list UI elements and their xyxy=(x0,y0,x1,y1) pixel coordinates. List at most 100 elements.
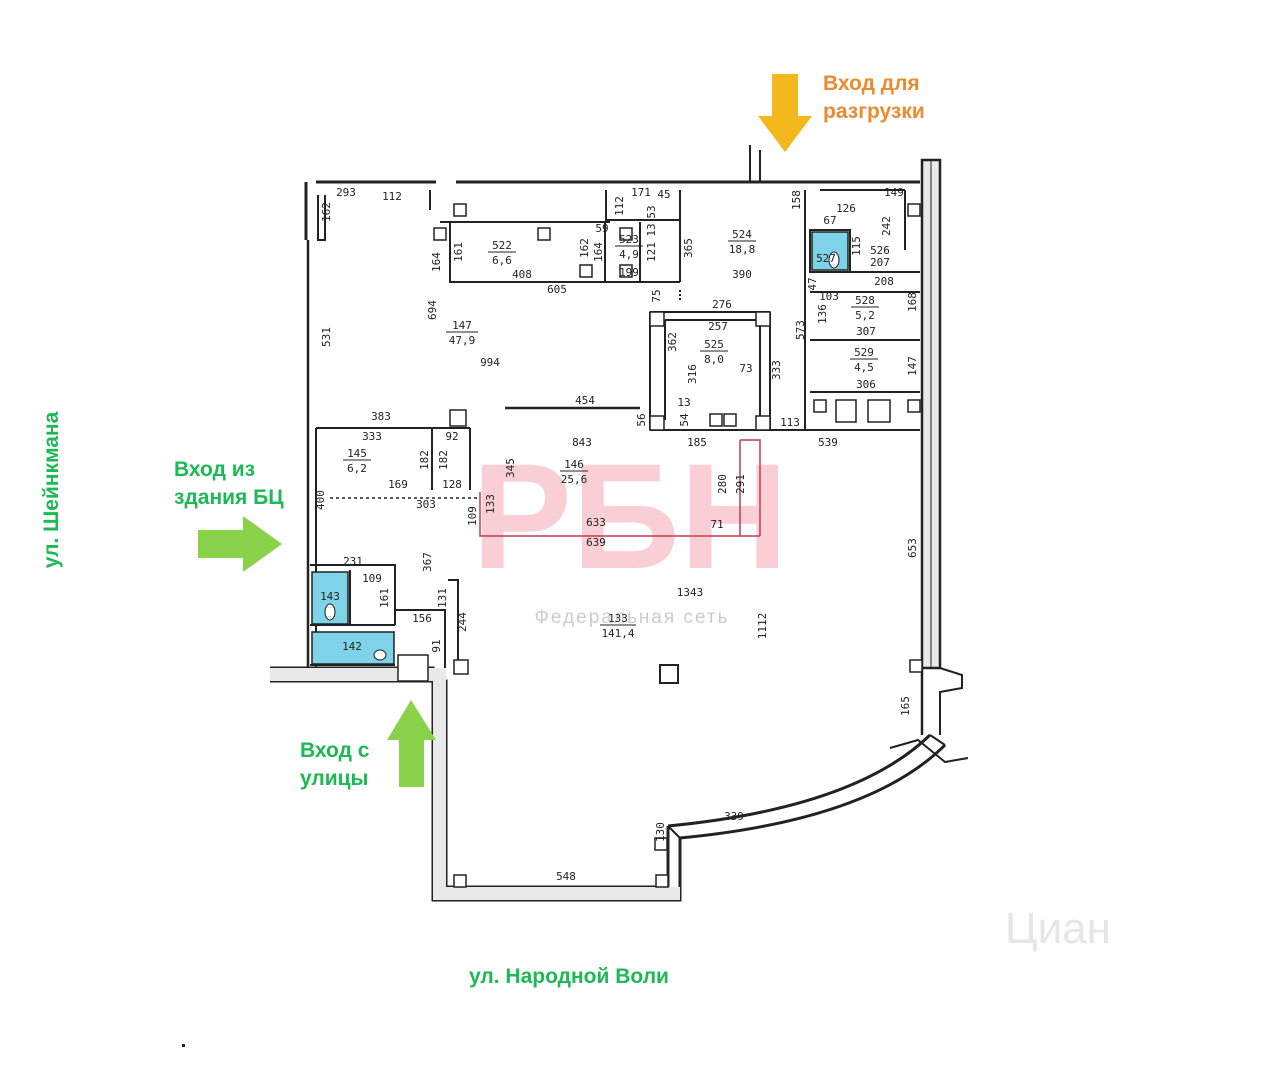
svg-text:390: 390 xyxy=(732,268,752,281)
svg-text:8,0: 8,0 xyxy=(704,353,724,366)
street-name-bottom: ул. Народной Воли xyxy=(469,965,669,988)
svg-text:47,9: 47,9 xyxy=(449,334,476,347)
svg-text:113: 113 xyxy=(780,416,800,429)
svg-text:168: 168 xyxy=(906,292,919,312)
svg-text:143: 143 xyxy=(320,590,340,603)
svg-text:161: 161 xyxy=(452,242,465,262)
svg-text:158: 158 xyxy=(790,190,803,210)
svg-text:126: 126 xyxy=(836,202,856,215)
svg-text:75: 75 xyxy=(650,289,663,302)
svg-text:91: 91 xyxy=(430,639,443,652)
svg-text:169: 169 xyxy=(388,478,408,491)
svg-text:4,5: 4,5 xyxy=(854,361,874,374)
svg-text:156: 156 xyxy=(412,612,432,625)
svg-text:639: 639 xyxy=(586,536,606,549)
svg-text:257: 257 xyxy=(708,320,728,333)
street-entrance-arrow-icon xyxy=(387,700,436,787)
svg-text:73: 73 xyxy=(739,362,752,375)
svg-text:400: 400 xyxy=(314,490,327,510)
svg-text:162: 162 xyxy=(578,238,591,258)
svg-text:524: 524 xyxy=(732,228,752,241)
svg-text:843: 843 xyxy=(572,436,592,449)
svg-text:133: 133 xyxy=(608,612,628,625)
svg-text:130: 130 xyxy=(654,822,667,842)
svg-text:339: 339 xyxy=(724,810,744,823)
wet-rooms xyxy=(311,231,849,665)
svg-text:333: 333 xyxy=(770,360,783,380)
svg-text:142: 142 xyxy=(342,640,362,653)
svg-text:146: 146 xyxy=(564,458,584,471)
svg-text:67: 67 xyxy=(823,214,836,227)
room-146: 146 25,6 xyxy=(560,458,588,486)
bc-entrance-label-line1: Вход из xyxy=(174,458,255,481)
svg-text:633: 633 xyxy=(586,516,606,529)
svg-text:291: 291 xyxy=(734,474,747,494)
svg-text:527: 527 xyxy=(816,252,836,265)
svg-text:454: 454 xyxy=(575,394,595,407)
svg-text:162: 162 xyxy=(320,202,333,222)
svg-text:6,6: 6,6 xyxy=(492,254,512,267)
svg-text:362: 362 xyxy=(666,332,679,352)
svg-text:526: 526 xyxy=(870,244,890,257)
svg-text:307: 307 xyxy=(856,325,876,338)
svg-text:276: 276 xyxy=(712,298,732,311)
svg-text:573: 573 xyxy=(794,320,807,340)
svg-text:531: 531 xyxy=(320,327,333,347)
svg-text:71: 71 xyxy=(710,518,723,531)
svg-text:316: 316 xyxy=(686,364,699,384)
loading-arrow-icon xyxy=(758,74,812,152)
svg-text:112: 112 xyxy=(613,196,626,216)
svg-text:694: 694 xyxy=(426,300,439,320)
svg-text:109: 109 xyxy=(466,506,479,526)
room-143: 143 xyxy=(320,590,340,603)
svg-text:539: 539 xyxy=(818,436,838,449)
svg-text:333: 333 xyxy=(362,430,382,443)
svg-text:548: 548 xyxy=(556,870,576,883)
entrance-arrow-icon xyxy=(198,516,282,572)
svg-text:306: 306 xyxy=(856,378,876,391)
svg-text:165: 165 xyxy=(899,696,912,716)
svg-text:383: 383 xyxy=(371,410,391,423)
svg-text:280: 280 xyxy=(716,474,729,494)
svg-text:45: 45 xyxy=(657,188,670,201)
bc-entrance-label-line2: здания БЦ xyxy=(174,486,284,509)
svg-text:141,4: 141,4 xyxy=(601,627,634,640)
svg-text:1343: 1343 xyxy=(677,586,704,599)
street-entrance-label-line2: улицы xyxy=(300,767,369,790)
svg-text:231: 231 xyxy=(343,555,363,568)
loading-entrance-label-line1: Вход для xyxy=(823,72,920,95)
artifact-dot xyxy=(182,1044,185,1047)
svg-text:653: 653 xyxy=(906,538,919,558)
svg-text:103: 103 xyxy=(819,290,839,303)
svg-text:128: 128 xyxy=(442,478,462,491)
svg-text:109: 109 xyxy=(362,572,382,585)
room-527: 527 xyxy=(816,252,836,265)
svg-text:54: 54 xyxy=(678,413,691,427)
svg-text:242: 242 xyxy=(880,216,893,236)
svg-text:171: 171 xyxy=(631,186,651,199)
svg-text:182: 182 xyxy=(437,450,450,470)
watermark-logo-icon: РБН Федеральная сеть xyxy=(472,432,788,628)
svg-text:367: 367 xyxy=(421,552,434,572)
room-142: 142 xyxy=(342,640,362,653)
svg-text:59: 59 xyxy=(595,222,608,235)
svg-text:25,6: 25,6 xyxy=(561,473,588,486)
interior-walls xyxy=(310,189,920,668)
svg-text:112: 112 xyxy=(382,190,402,203)
svg-text:994: 994 xyxy=(480,356,500,369)
svg-text:47: 47 xyxy=(806,277,819,290)
svg-text:164: 164 xyxy=(430,252,443,272)
svg-text:164: 164 xyxy=(592,242,605,262)
svg-text:293: 293 xyxy=(336,186,356,199)
svg-text:13: 13 xyxy=(645,223,658,236)
